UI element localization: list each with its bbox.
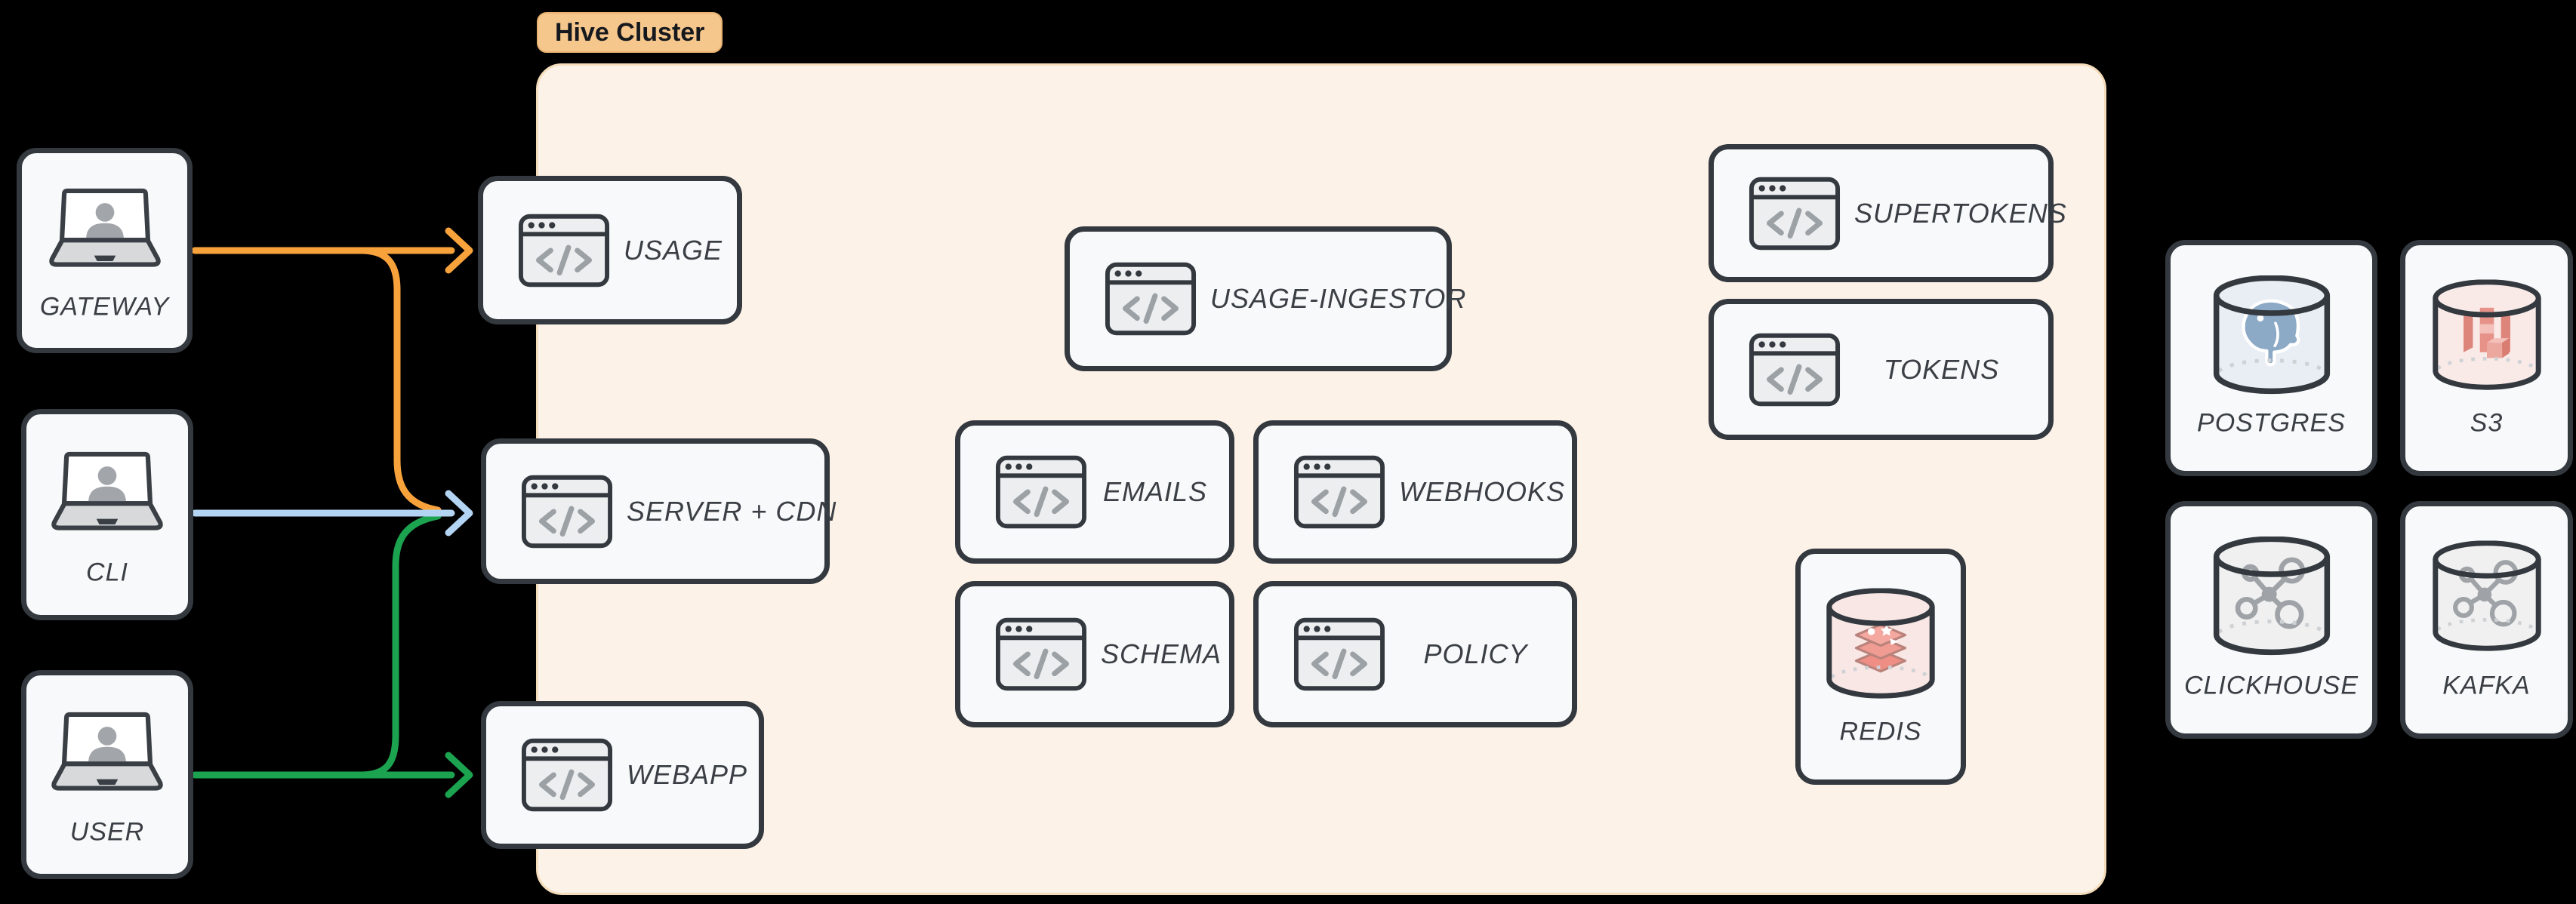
node-usage-ingestor: USAGE-INGESTOR [1065, 226, 1465, 371]
code-window-icon [1749, 332, 1841, 407]
hive-cluster-badge: Hive Cluster [537, 12, 723, 53]
code-window-icon [1105, 261, 1197, 337]
node-label: USAGE [624, 234, 723, 266]
node-label: POSTGRES [2197, 408, 2346, 438]
node-label: CLICKHOUSE [2183, 671, 2359, 700]
node-emails: EMAILS [955, 420, 1234, 564]
node-s3: S3 [2400, 240, 2573, 476]
node-schema: SCHEMA [955, 581, 1234, 727]
node-label: WEBAPP [627, 759, 748, 790]
code-window-icon [1749, 176, 1841, 251]
node-clickhouse: CLICKHOUSE [2165, 501, 2377, 739]
node-label: CLI [86, 558, 128, 587]
node-label: SERVER + CDN [627, 495, 837, 527]
arrowhead-usage [445, 227, 473, 274]
node-supertokens: SUPERTOKENS [1709, 144, 2066, 282]
code-window-icon [995, 617, 1087, 692]
node-usage: USAGE [478, 176, 742, 324]
node-user: USER [21, 670, 193, 879]
node-webhooks: WEBHOOKS [1253, 420, 1577, 564]
node-label: USER [69, 817, 145, 847]
node-kafka: KAFKA [2400, 501, 2573, 739]
node-label: SUPERTOKENS [1854, 197, 2067, 229]
node-postgres: POSTGRES [2165, 240, 2377, 476]
laptop-user-icon [50, 712, 165, 795]
kafka-db-icon [2428, 540, 2545, 653]
node-gateway: GATEWAY [17, 148, 193, 353]
node-server-cdn: SERVER + CDN [481, 438, 836, 584]
laptop-user-icon [48, 188, 162, 271]
code-window-icon [1293, 617, 1385, 692]
code-window-icon [521, 474, 613, 549]
postgres-db-icon [2208, 275, 2335, 396]
arrowhead-webapp [445, 752, 473, 798]
node-tokens: TOKENS [1709, 299, 2054, 440]
edge-gateway-to-server-cdn [357, 247, 442, 514]
code-window-icon [518, 213, 610, 288]
node-cli: CLI [21, 409, 193, 620]
edge-user-to-server-cdn [357, 512, 442, 779]
clickhouse-db-icon [2208, 536, 2335, 657]
redis-db-icon [1823, 587, 1940, 700]
node-label: WEBHOOKS [1399, 476, 1566, 507]
laptop-user-icon [50, 451, 165, 534]
s3-db-icon [2428, 278, 2545, 392]
hive-cluster-label: Hive Cluster [555, 17, 705, 47]
node-label: POLICY [1423, 638, 1528, 669]
node-label: USAGE-INGESTOR [1210, 283, 1467, 314]
node-redis: REDIS [1795, 549, 1966, 785]
node-label: GATEWAY [39, 292, 170, 321]
node-label: S3 [2470, 408, 2504, 438]
node-label: TOKENS [1883, 353, 2000, 385]
node-policy: POLICY [1253, 581, 1577, 727]
node-label: SCHEMA [1101, 638, 1222, 669]
node-label: REDIS [1839, 717, 1922, 746]
node-label: KAFKA [2442, 671, 2531, 700]
code-window-icon [1293, 454, 1385, 530]
node-label: EMAILS [1102, 476, 1208, 507]
node-webapp: WEBAPP [481, 701, 764, 849]
code-window-icon [521, 737, 613, 813]
code-window-icon [995, 454, 1087, 530]
arrowhead-server-cdn [445, 490, 473, 537]
